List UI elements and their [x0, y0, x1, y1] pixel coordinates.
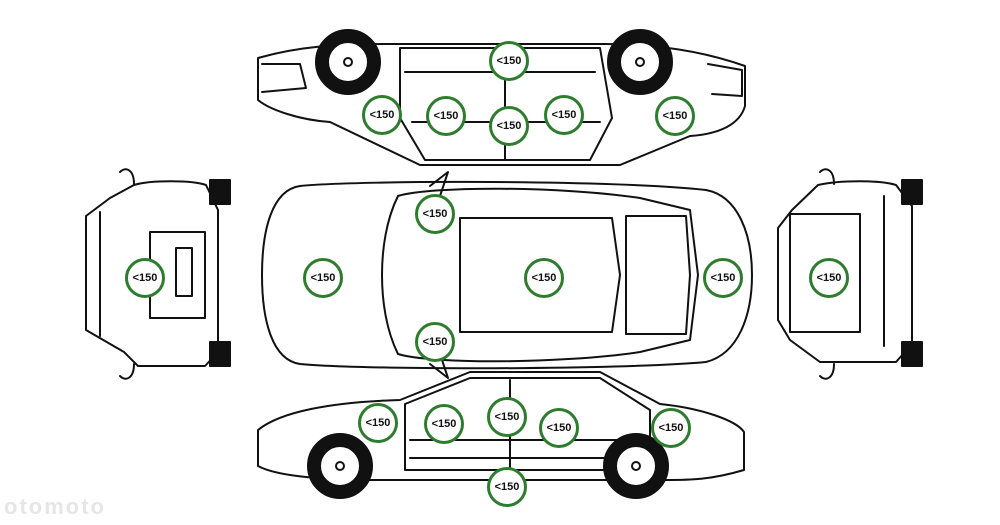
reading-badge: <150 — [426, 96, 466, 136]
reading-badge: <150 — [544, 95, 584, 135]
reading-badge: <150 — [489, 106, 529, 146]
reading-badge: <150 — [703, 258, 743, 298]
reading-badge: <150 — [303, 258, 343, 298]
reading-badge: <150 — [651, 408, 691, 448]
reading-badge: <150 — [358, 403, 398, 443]
reading-badge: <150 — [655, 96, 695, 136]
rear-view — [777, 168, 923, 380]
side-view-bottom — [257, 371, 745, 499]
reading-badge: <150 — [524, 258, 564, 298]
reading-badge: <150 — [487, 467, 527, 507]
reading-badge: <150 — [362, 95, 402, 135]
reading-badge: <150 — [539, 408, 579, 448]
reading-badge: <150 — [415, 194, 455, 234]
reading-badge: <150 — [424, 404, 464, 444]
reading-badge: <150 — [415, 322, 455, 362]
reading-badge: <150 — [487, 397, 527, 437]
side-view-top — [257, 29, 746, 166]
watermark: otomoto — [4, 494, 106, 519]
reading-badge: <150 — [489, 41, 529, 81]
front-view — [85, 168, 231, 380]
reading-badge: <150 — [809, 258, 849, 298]
top-view — [261, 171, 753, 379]
reading-badge: <150 — [125, 258, 165, 298]
